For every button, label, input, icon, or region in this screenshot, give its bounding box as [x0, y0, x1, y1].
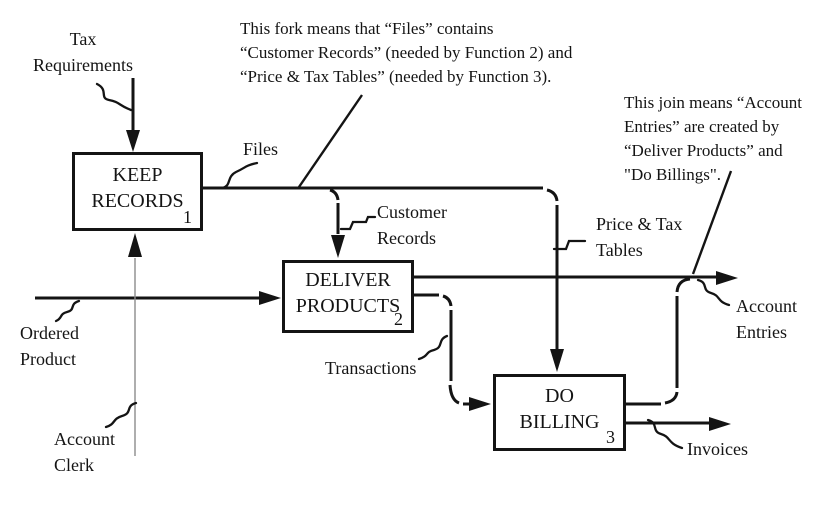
join-explanation-note: This join means “Account Entries” are cr…: [624, 93, 802, 184]
customer-records-squiggle: [339, 215, 377, 231]
account-entries-squiggle: [696, 278, 731, 307]
price-tax-fork-arc: [546, 188, 559, 202]
transactions-arrowhead: [469, 397, 491, 411]
files-squiggle: [220, 161, 259, 190]
function-box-number: 2: [394, 309, 403, 329]
arrow-label-files: Files: [243, 139, 279, 159]
transactions-squiggle: [417, 334, 449, 361]
fork-note-pointer-line: [298, 94, 363, 188]
ordered-product-arrowhead: [259, 291, 281, 305]
function-box-title-line: BILLING: [519, 410, 600, 433]
arrow-label-invoices: Invoices: [687, 439, 748, 459]
fork-explanation-note: This fork means that “Files” contains “C…: [240, 19, 573, 86]
function-box-number: 1: [183, 207, 192, 227]
arrow-label-ordered-product: Ordered Product: [20, 323, 79, 369]
arrow-label-account-clerk: Account Clerk: [54, 429, 115, 475]
arrow-label-transactions: Transactions: [325, 358, 417, 378]
invoices-arrowhead: [709, 417, 731, 431]
arrow-label-price-tax-tables: Price & Tax Tables: [596, 214, 683, 260]
arrow-label-tax-requirements: Tax Requirements: [33, 29, 133, 75]
function-box-title-line: DO: [545, 384, 574, 407]
function-box-keep-records: KEEP RECORDS 1: [72, 152, 203, 231]
billing-join-arc-top: [675, 277, 691, 293]
ordered-product-squiggle: [54, 299, 81, 323]
join-note-pointer-line: [691, 170, 733, 275]
customer-records-fork-arc: [329, 188, 340, 201]
function-box-deliver-products: DELIVER PRODUCTS 2: [282, 260, 414, 333]
function-box-title-line: DELIVER: [305, 268, 391, 291]
tax-requirements-squiggle: [95, 82, 133, 112]
price-tax-squiggle: [552, 239, 587, 251]
billing-join-arc-bottom: [664, 391, 679, 405]
arrow-label-account-entries: Account Entries: [736, 296, 797, 342]
function-box-title-line: KEEP: [112, 163, 163, 186]
invoices-squiggle: [646, 418, 684, 450]
account-clerk-squiggle: [104, 401, 138, 429]
account-clerk-arrowhead: [128, 233, 142, 257]
account-entries-arrowhead: [716, 271, 738, 285]
tax-requirements-arrowhead: [126, 130, 140, 152]
transactions-arc-bottom: [448, 384, 460, 405]
function-box-title-line: PRODUCTS: [295, 294, 401, 317]
function-box-number: 3: [606, 427, 615, 447]
arrow-label-customer-records: Customer Records: [377, 202, 447, 248]
transactions-arc-top: [442, 294, 453, 307]
customer-records-arrowhead: [331, 235, 345, 258]
function-box-do-billing: DO BILLING 3: [493, 374, 626, 451]
price-tax-arrowhead: [550, 349, 564, 372]
function-box-title-line: RECORDS: [91, 189, 184, 212]
